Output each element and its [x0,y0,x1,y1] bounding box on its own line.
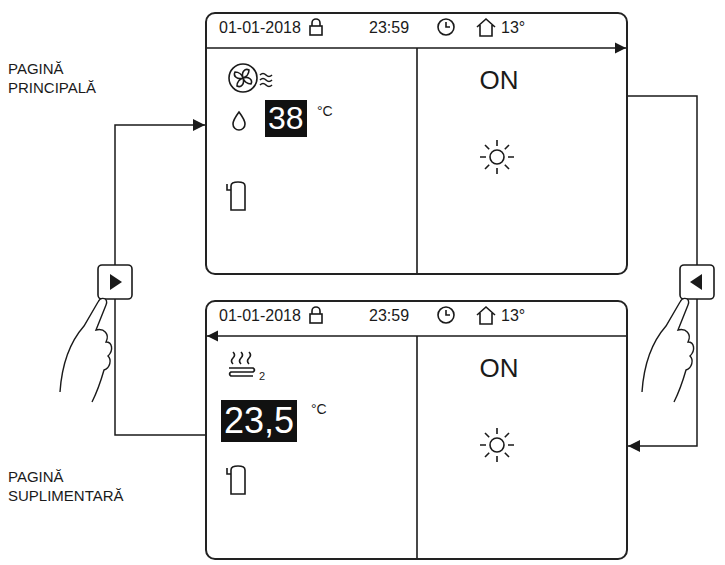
clock-hands [446,310,450,315]
screen-text: °C [311,402,327,417]
screen-text: 23:59 [369,307,409,325]
page-label: PAGINĂ SUPLIMENTARĂ [8,468,143,506]
heat-waves [260,74,272,87]
screen-text: °C [317,104,333,119]
clock-face [438,307,454,323]
sun-disc [490,150,504,164]
screen-text: 01-01-2018 [219,19,301,37]
house-outline [477,19,495,36]
lock-icon [310,307,322,323]
screen-text: 2 [259,370,265,382]
tank-pipe [227,184,231,190]
main-screen-graphics [205,19,626,274]
tank-body [231,182,245,210]
button-frame [98,265,132,299]
button-triangle [690,274,702,290]
sun-rays [480,428,514,462]
fan-icon [229,64,272,92]
lock-icon [310,19,322,35]
clock-face [438,19,454,35]
screen-text: 23:59 [369,19,409,37]
lock-body [310,26,322,35]
floor-loop [229,368,255,376]
screen-text: 13° [501,307,525,325]
screen-panel: 01-01-2018 23:59 13° 38 °C ON [205,12,628,275]
pointing-hand [60,298,112,402]
sun-icon [480,140,514,174]
screen-text: ON [480,66,519,95]
set-temperature: 38 [265,100,307,137]
right-button [680,265,714,299]
house-icon [477,307,495,324]
fan-ring [229,64,257,92]
lock-shackle [312,19,320,26]
extra-screen-graphics [207,307,626,558]
tank-body [231,466,245,494]
sun-rays [480,140,514,174]
sun-icon [480,428,514,462]
screen-panel: 01-01-2018 23:59 13° 2 23,5 °C ON [205,300,628,560]
set-temperature: 23,5 [221,400,297,442]
house-outline [477,307,495,324]
floor-heating-icon [229,352,255,376]
clock-icon [438,19,454,35]
tank-icon [227,182,245,210]
sun-disc [490,438,504,452]
button-frame [680,265,714,299]
house-icon [477,19,495,36]
clock-hands [446,22,450,27]
clock-icon [438,307,454,323]
panel-divider [416,336,418,558]
lock-body [310,314,322,323]
water-drop-icon [233,112,245,130]
screen-text: ON [480,354,519,383]
tank-pipe [227,468,231,474]
panel-divider [416,48,418,274]
screen-text: 13° [501,19,525,37]
fan-blades [234,69,251,86]
page-label: PAGINĂ PRINCIPALĂ [8,60,118,98]
screen-text: 01-01-2018 [219,307,301,325]
tank-icon [227,466,245,494]
heat-lines [232,352,251,364]
button-triangle [110,274,122,290]
left-button [98,265,132,299]
pointing-hand [642,298,694,402]
lock-shackle [312,307,320,314]
status-line [205,47,626,49]
